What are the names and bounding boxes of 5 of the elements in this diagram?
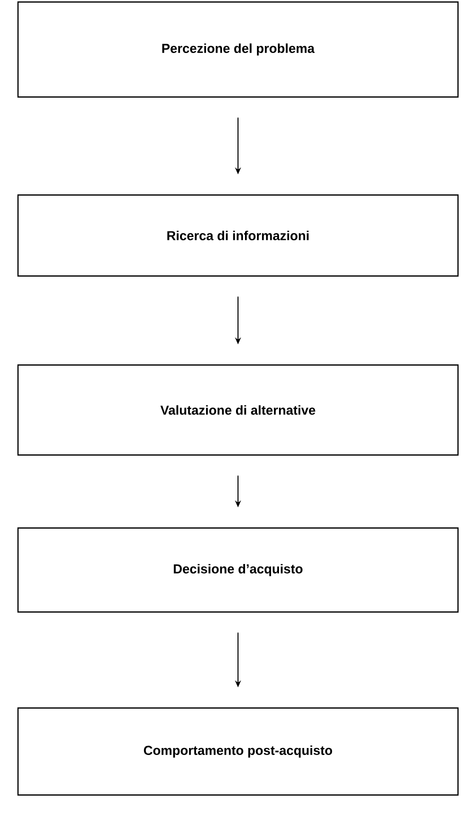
process-box: Valutazione di alternative bbox=[17, 364, 459, 456]
process-box: Percezione del problema bbox=[17, 1, 459, 98]
process-box: Comportamento post-acquisto bbox=[17, 707, 459, 796]
process-box: Decisione d’acquisto bbox=[17, 527, 459, 613]
process-box: Ricerca di informazioni bbox=[17, 194, 459, 277]
